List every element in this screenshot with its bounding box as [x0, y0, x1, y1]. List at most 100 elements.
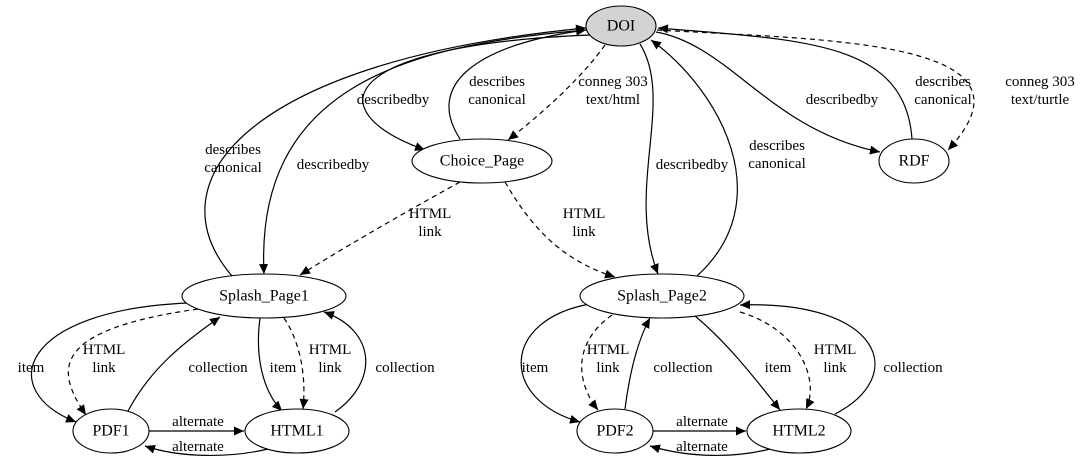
- edge-label: HTML link: [587, 342, 630, 376]
- edge-html1-splash1-collection: collection: [323, 311, 435, 413]
- node-label: HTML1: [270, 423, 323, 440]
- edge-splash2-pdf2-link: HTML link: [581, 314, 630, 411]
- edge-splash1-html1-link: HTML link: [283, 317, 352, 410]
- edge-label-line: item: [270, 360, 297, 376]
- edge-label-line: text/turtle: [1011, 92, 1070, 108]
- edge-arrow: [694, 315, 781, 411]
- edge-label-line: link: [92, 360, 116, 376]
- edge-label-line: item: [18, 360, 45, 376]
- edge-pdf1-splash1-collection: collection: [127, 316, 248, 412]
- edge-arrow: [624, 317, 651, 410]
- edge-label-line: link: [572, 224, 596, 240]
- node-label: RDF: [898, 153, 929, 170]
- edge-label: describes canonical: [914, 74, 971, 108]
- node-ellipse: [72, 408, 150, 454]
- edge-label-line: alternate: [676, 439, 728, 455]
- edge-label-line: HTML: [563, 206, 606, 222]
- edge-label-line: collection: [883, 360, 943, 376]
- edge-doi-rdf-describedby: describedby: [655, 31, 881, 155]
- edge-label-line: HTML: [587, 342, 630, 358]
- edge-label-line: describedby: [357, 92, 430, 108]
- edge-arrow: [448, 26, 587, 140]
- node-label: Choice_Page: [440, 153, 524, 170]
- node-label: DOI: [607, 18, 635, 35]
- edge-arrow: [299, 181, 461, 276]
- edge-label: describedby: [297, 157, 370, 173]
- edge-label-line: text/html: [586, 92, 640, 108]
- edge-label: collection: [375, 360, 435, 376]
- edge-splash2-pdf2-item: item: [520, 303, 591, 424]
- edge-arrow: [520, 303, 591, 424]
- edge-label: item: [18, 360, 45, 376]
- edge-label-line: link: [596, 360, 620, 376]
- edge-html2-splash2-collection: collection: [739, 300, 943, 415]
- edge-arrow: [283, 317, 309, 410]
- node-splash-page2: Splash_Page2: [579, 273, 745, 319]
- node-html1: HTML1: [244, 408, 350, 454]
- edge-html2-pdf2-alternate: alternate: [649, 439, 771, 456]
- node-label: PDF1: [92, 423, 129, 440]
- edge-label-line: item: [765, 360, 792, 376]
- edge-label-line: link: [823, 360, 847, 376]
- edge-label: alternate: [676, 414, 728, 430]
- edge-label-line: link: [318, 360, 342, 376]
- node-label: PDF2: [596, 423, 633, 440]
- edge-arrow: [639, 43, 659, 275]
- edge-arrow: [655, 31, 881, 155]
- edge-arrow: [67, 308, 199, 416]
- edge-label-line: collection: [375, 360, 435, 376]
- node-ellipse: [411, 138, 553, 184]
- edge-label-line: HTML: [309, 342, 352, 358]
- edge-label-line: describedby: [297, 157, 370, 173]
- edge-arrow: [144, 444, 269, 456]
- edge-label-line: collection: [653, 360, 713, 376]
- edge-label: describedby: [357, 92, 430, 108]
- edge-label-line: canonical: [914, 92, 971, 108]
- edge-label: describes canonical: [468, 74, 525, 108]
- node-label: Splash_Page2: [617, 288, 707, 305]
- edge-choice-splash2-link: HTML link: [504, 181, 616, 279]
- edge-label-line: describes: [915, 74, 971, 90]
- edge-label-line: describedby: [806, 92, 879, 108]
- edge-arrow: [362, 34, 591, 151]
- edge-label: describedby: [806, 92, 879, 108]
- edge-label: item: [765, 360, 792, 376]
- edge-label-line: item: [522, 360, 549, 376]
- edge-label-line: describedby: [656, 157, 729, 173]
- edge-label-line: describes: [749, 138, 805, 154]
- edge-label-line: describes: [205, 142, 261, 158]
- edge-label-line: alternate: [676, 414, 728, 430]
- node-rdf: RDF: [878, 138, 950, 184]
- edge-arrow: [649, 444, 771, 456]
- edge-label-line: canonical: [468, 92, 525, 108]
- edge-label-line: alternate: [172, 439, 224, 455]
- edge-label-line: describes: [469, 74, 525, 90]
- edge-label: HTML link: [563, 206, 606, 240]
- node-ellipse: [585, 5, 657, 47]
- edge-doi-choice-describedby: describedby: [357, 34, 591, 151]
- node-html2: HTML2: [746, 408, 852, 454]
- edge-splash2-html2-item: item: [694, 315, 792, 411]
- node-ellipse: [576, 408, 654, 454]
- edge-pdf2-splash2-collection: collection: [624, 317, 713, 410]
- edge-label: item: [522, 360, 549, 376]
- edge-arrow: [127, 316, 221, 412]
- node-doi: DOI: [585, 5, 657, 47]
- node-choice-page: Choice_Page: [411, 138, 553, 184]
- edge-arrow: [204, 24, 587, 277]
- edge-html1-pdf1-alternate: alternate: [144, 439, 269, 456]
- edge-label: alternate: [172, 414, 224, 430]
- edge-label-line: canonical: [204, 160, 261, 176]
- node-pdf2: PDF2: [576, 408, 654, 454]
- node-ellipse: [579, 273, 745, 319]
- node-label: HTML2: [772, 423, 825, 440]
